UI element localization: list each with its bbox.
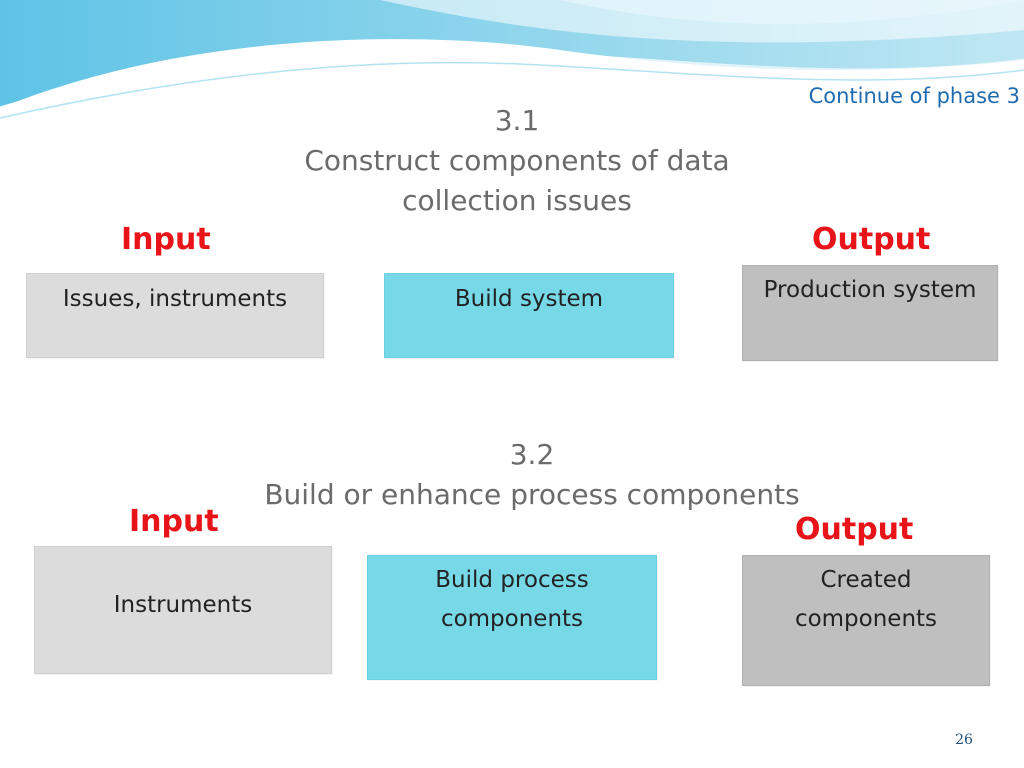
step-3-1-input-text: Issues, instruments	[62, 286, 288, 312]
step-3-1-title-line2: collection issues	[402, 184, 632, 217]
step-3-1-process-box: Build system	[384, 273, 674, 358]
step-3-2-process-text-line1: Build process	[435, 567, 589, 593]
page-number: 26	[955, 732, 973, 748]
step-3-2-input-text: Instruments	[113, 592, 253, 618]
step-3-2-number: 3.2	[509, 438, 555, 471]
step-3-2-input-label: Input	[129, 504, 219, 539]
step-3-1-output-label: Output	[812, 222, 931, 257]
step-3-2-output-box: Created components	[742, 555, 990, 686]
step-3-2-input-box: Instruments	[34, 546, 332, 674]
step-3-1-input-box: Issues, instruments	[26, 273, 324, 358]
step-3-1-heading: 3.1 Construct components of data collect…	[262, 101, 772, 221]
header-wave-decoration	[0, 0, 1024, 119]
step-3-1-input-label: Input	[121, 222, 211, 257]
phase-note: Continue of phase 3	[808, 84, 1020, 108]
step-3-2-output-label: Output	[795, 512, 914, 547]
step-3-2-title-line1: Build or enhance process components	[264, 478, 800, 511]
step-3-1-output-text: Production system	[763, 277, 977, 303]
step-3-2-process-box: Build process components	[367, 555, 657, 680]
step-3-2-heading: 3.2 Build or enhance process components	[232, 435, 832, 515]
step-3-1-title-line1: Construct components of data	[304, 144, 730, 177]
step-3-1-process-text: Build system	[454, 286, 604, 312]
step-3-2-output-text-line1: Created	[820, 567, 912, 593]
step-3-1-number: 3.1	[494, 104, 540, 137]
step-3-1-output-box: Production system	[742, 265, 998, 361]
step-3-2-output-text-line2: components	[794, 606, 938, 632]
step-3-2-process-text-line2: components	[440, 606, 584, 632]
